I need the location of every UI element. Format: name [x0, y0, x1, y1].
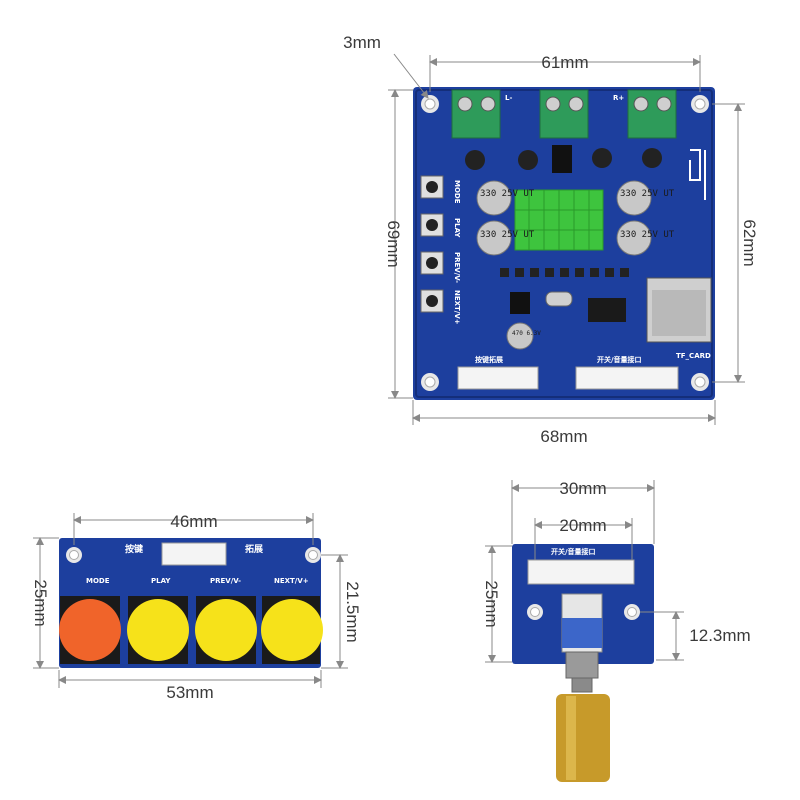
inductor-icon — [465, 148, 662, 170]
hole-offset-label: 3mm — [343, 33, 381, 52]
antenna-icon — [689, 149, 706, 200]
left-channel-label: L- — [505, 94, 512, 102]
play-label: PLAY — [453, 218, 461, 238]
capacitor-icon — [476, 180, 652, 256]
key-label: 按键 — [125, 543, 144, 555]
right-channel-label: R+ — [613, 94, 624, 102]
vol-width-inner-label: 20mm — [559, 516, 606, 535]
small-capacitor-icon — [506, 322, 534, 350]
switch-volume-label: 开关/音量接口 — [597, 355, 642, 364]
ext-label: 拓展 — [245, 543, 263, 555]
capacitor-label: 330 25V UT — [620, 230, 675, 240]
smd-component-icon — [500, 268, 629, 277]
volume-connector-label: 开关/音量接口 — [551, 547, 596, 556]
screw-terminal-icon — [451, 89, 677, 139]
btn-width-bottom-label: 53mm — [166, 683, 213, 702]
btn-height-right-label: 21.5mm — [343, 581, 362, 642]
small-capacitor-label: 470 6.3V — [512, 330, 541, 337]
button-board-dimensions: 46mm 25mm 21.5mm 53mm — [31, 512, 362, 702]
capacitor-label: 330 25V UT — [480, 230, 535, 240]
main-full-width-label: 68mm — [540, 427, 587, 446]
main-height-left-label: 69mm — [384, 220, 403, 267]
volume-board-dimensions: 30mm 20mm 25mm 12.3mm — [482, 479, 751, 663]
volume-board: 开关/音量接口 — [512, 544, 654, 782]
btn-width-top-label: 46mm — [170, 512, 217, 531]
crystal-icon — [545, 291, 573, 307]
tf-card-label: TF_CARD — [676, 352, 711, 360]
volume-board-connector — [527, 559, 635, 585]
main-width-label: 61mm — [541, 53, 588, 72]
brass-knob-icon — [556, 694, 610, 782]
vol-height-label: 25mm — [482, 580, 501, 627]
key-extension-connector — [457, 366, 539, 390]
mounting-hole-icon — [527, 604, 640, 620]
mounting-hole-icon — [421, 95, 709, 391]
prev-label: PREV/V- — [453, 252, 461, 283]
switch-volume-connector — [575, 366, 679, 390]
main-board-dimensions: 61mm 3mm 69mm 62mm 68mm — [343, 33, 759, 446]
btn-next-label: NEXT/V+ — [274, 577, 309, 585]
capacitor-label: 330 25V UT — [620, 189, 675, 199]
ic-chip-icon — [588, 298, 626, 322]
capacitor-label: 330 25V UT — [480, 189, 535, 199]
vol-knob-offset-label: 12.3mm — [689, 626, 750, 645]
next-label: NEXT/V+ — [453, 290, 461, 325]
tactile-button-icon — [420, 175, 444, 313]
mounting-hole-icon — [66, 547, 321, 563]
main-amplifier-board: L- R+ 330 25V UT 330 25V UT 330 25V UT 3… — [413, 87, 715, 400]
btn-play-label: PLAY — [151, 577, 171, 585]
vol-width-outer-label: 30mm — [559, 479, 606, 498]
push-button-icon — [59, 596, 323, 664]
btn-height-left-label: 25mm — [31, 579, 50, 626]
main-height-right-label: 62mm — [740, 219, 759, 266]
key-extension-label: 按键拓展 — [475, 355, 504, 364]
heatsink-icon — [514, 189, 604, 251]
button-board: 按键 拓展 MODE PLAY PREV/V- NEXT/V+ — [59, 538, 323, 668]
potentiometer-icon — [561, 593, 603, 693]
btn-mode-label: MODE — [86, 577, 110, 585]
mode-label: MODE — [453, 180, 461, 204]
btn-prev-label: PREV/V- — [210, 577, 241, 585]
button-board-connector — [161, 542, 227, 566]
